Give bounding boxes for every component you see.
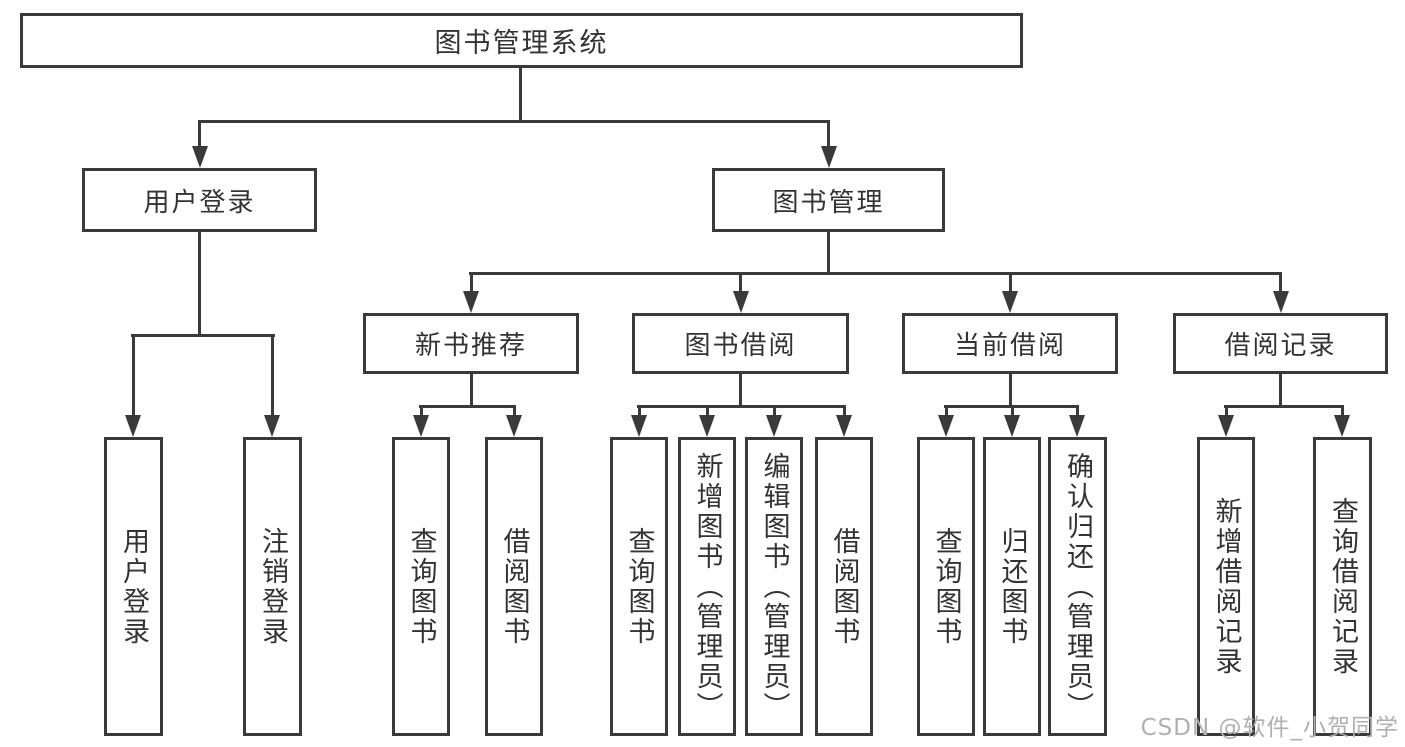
connector-line (843, 405, 846, 417)
node-book-borrow: 图书借阅 (632, 313, 849, 374)
connector-arrowhead-icon (733, 291, 749, 313)
connector-line (1009, 272, 1012, 294)
connector-line (198, 232, 201, 337)
connector-line (827, 232, 830, 275)
leaf-borrow-query-book: 查询图书 (610, 437, 668, 736)
connector-arrowhead-icon (463, 291, 479, 313)
connector-arrowhead-icon (264, 415, 280, 437)
leaf-logout: 注销登录 (243, 437, 302, 736)
connector-arrowhead-icon (1273, 291, 1289, 313)
node-book-mgmt: 图书管理 (712, 168, 945, 232)
leaf-user-login: 用户登录 (104, 437, 163, 736)
connector-arrowhead-icon (938, 415, 954, 437)
connector-line (198, 120, 830, 123)
connector-arrowhead-icon (766, 415, 782, 437)
connector-line (420, 405, 423, 417)
connector-arrowhead-icon (125, 415, 141, 437)
connector-line (638, 405, 641, 417)
connector-arrowhead-icon (1002, 291, 1018, 313)
connector-line (419, 405, 516, 408)
watermark-text: CSDN @软件_小贺同学 (1140, 715, 1399, 741)
connector-arrowhead-icon (699, 415, 715, 437)
connector-arrowhead-icon (1069, 415, 1085, 437)
leaf-recommend-query-book: 查询图书 (392, 437, 450, 736)
leaf-borrow-add-book-admin: 新增图书（管理员） (678, 437, 736, 736)
leaf-borrow-borrow-book: 借阅图书 (815, 437, 873, 736)
connector-line (1279, 374, 1282, 408)
connector-line (131, 334, 275, 337)
connector-line (519, 68, 522, 123)
connector-line (198, 120, 201, 148)
connector-line (739, 272, 742, 294)
connector-line (773, 405, 776, 417)
node-root: 图书管理系统 (20, 13, 1023, 68)
connector-line (513, 405, 516, 417)
connector-arrowhead-icon (1334, 415, 1350, 437)
connector-line (706, 405, 709, 417)
leaf-current-query-book: 查询图书 (917, 437, 975, 736)
connector-line (827, 120, 830, 148)
leaf-records-add-record: 新增借阅记录 (1197, 437, 1255, 736)
connector-line (1225, 405, 1228, 417)
leaf-borrow-edit-book-admin: 编辑图书（管理员） (745, 437, 803, 736)
connector-line (1076, 405, 1079, 417)
connector-arrowhead-icon (1004, 415, 1020, 437)
connector-arrowhead-icon (1218, 415, 1234, 437)
node-borrow-records: 借阅记录 (1173, 313, 1388, 374)
connector-line (271, 334, 274, 417)
leaf-recommend-borrow-book: 借阅图书 (485, 437, 543, 736)
node-user-login: 用户登录 (82, 168, 317, 232)
connector-arrowhead-icon (413, 415, 429, 437)
connector-arrowhead-icon (506, 415, 522, 437)
connector-line (1009, 374, 1012, 408)
connector-line (637, 405, 845, 408)
connector-line (1279, 272, 1282, 294)
connector-line (470, 374, 473, 408)
node-current-borrow: 当前借阅 (902, 313, 1118, 374)
connector-line (1224, 405, 1343, 408)
connector-arrowhead-icon (631, 415, 647, 437)
connector-line (1011, 405, 1014, 417)
node-new-book-recommend: 新书推荐 (363, 313, 579, 374)
leaf-current-return-book: 归还图书 (983, 437, 1041, 736)
connector-arrowhead-icon (192, 146, 208, 168)
connector-arrowhead-icon (836, 415, 852, 437)
connector-line (739, 374, 742, 408)
connector-arrowhead-icon (821, 146, 837, 168)
connector-line (945, 405, 948, 417)
connector-line (1341, 405, 1344, 417)
leaf-records-query-record: 查询借阅记录 (1313, 437, 1372, 736)
connector-line (132, 334, 135, 417)
leaf-current-confirm-return-admin: 确认归还（管理员） (1048, 437, 1107, 736)
connector-line (469, 272, 1282, 275)
connector-line (470, 272, 473, 294)
